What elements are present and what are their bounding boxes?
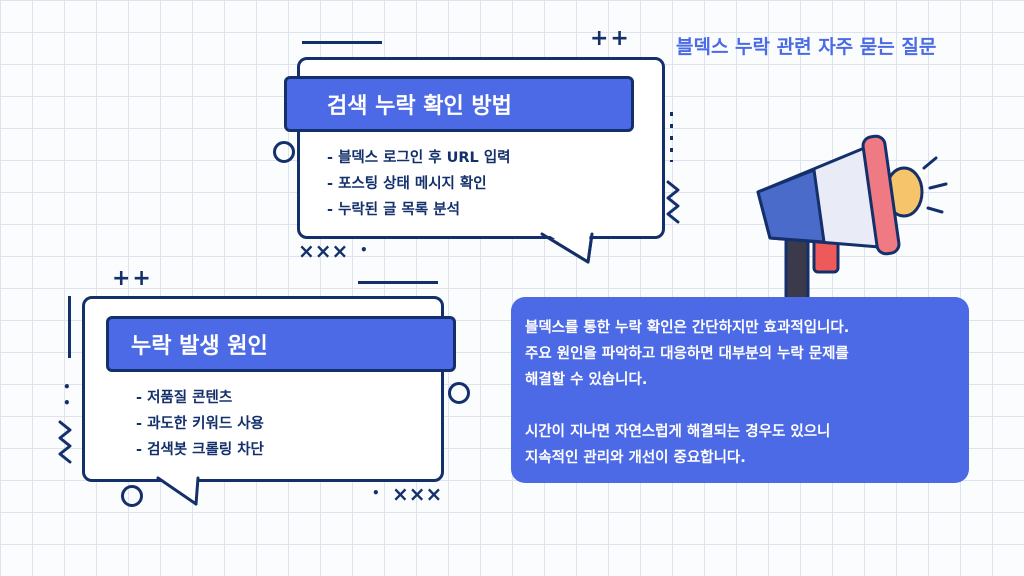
- plus-marks: ++: [590, 26, 631, 51]
- decor-line: [358, 281, 438, 284]
- plus-marks: ++: [112, 266, 153, 291]
- item-list: - 블덱스 로그인 후 URL 입력 - 포스팅 상태 메시지 확인 - 누락된…: [327, 145, 511, 223]
- item-list: - 저품질 콘텐츠 - 과도한 키워드 사용 - 검색봇 크롤링 차단: [136, 385, 264, 463]
- card-title: 검색 누락 확인 방법: [327, 94, 512, 119]
- decor-circle: [273, 141, 295, 163]
- megaphone-icon: [756, 134, 948, 312]
- list-item: - 저품질 콘텐츠: [136, 390, 233, 406]
- info-box: 블덱스를 통한 누락 확인은 간단하지만 효과적입니다. 주요 원인을 파악하고…: [511, 297, 969, 483]
- bubble-tail-cover: [540, 232, 594, 264]
- list-item: - 블덱스 로그인 후 URL 입력: [327, 150, 511, 166]
- info-paragraph: 시간이 지나면 자연스럽게 해결되는 경우도 있으니 지속적인 관리와 개선이 …: [525, 424, 831, 466]
- decor-line: [302, 41, 382, 44]
- decor-circle: [448, 382, 470, 404]
- bubble-tail: [156, 476, 200, 506]
- cross-marks: ×××: [298, 239, 349, 263]
- list-item: - 포스팅 상태 메시지 확인: [327, 176, 487, 192]
- decor-dot: •: [360, 243, 368, 257]
- decor-dashes: [670, 112, 673, 162]
- list-item: - 과도한 키워드 사용: [136, 416, 264, 432]
- decor-dot: •: [372, 486, 380, 500]
- list-item: - 검색봇 크롤링 차단: [136, 442, 264, 458]
- card-title: 누락 발생 원인: [131, 334, 268, 359]
- info-paragraph: 블덱스를 통한 누락 확인은 간단하지만 효과적입니다. 주요 원인을 파악하고…: [525, 320, 850, 388]
- list-item: - 누락된 글 목록 분석: [327, 202, 460, 218]
- page-title: 블덱스 누락 관련 자주 묻는 질문: [676, 36, 937, 58]
- card-header: 누락 발생 원인: [106, 316, 456, 372]
- cross-marks: ×××: [392, 482, 443, 506]
- card-header: 검색 누락 확인 방법: [284, 76, 634, 132]
- decor-dot: •: [63, 380, 71, 394]
- zigzag-icon: [666, 180, 680, 224]
- decor-dot: •: [63, 396, 71, 410]
- decor-circle: [121, 485, 143, 507]
- zigzag-icon: [58, 420, 72, 464]
- decor-line: [68, 296, 71, 358]
